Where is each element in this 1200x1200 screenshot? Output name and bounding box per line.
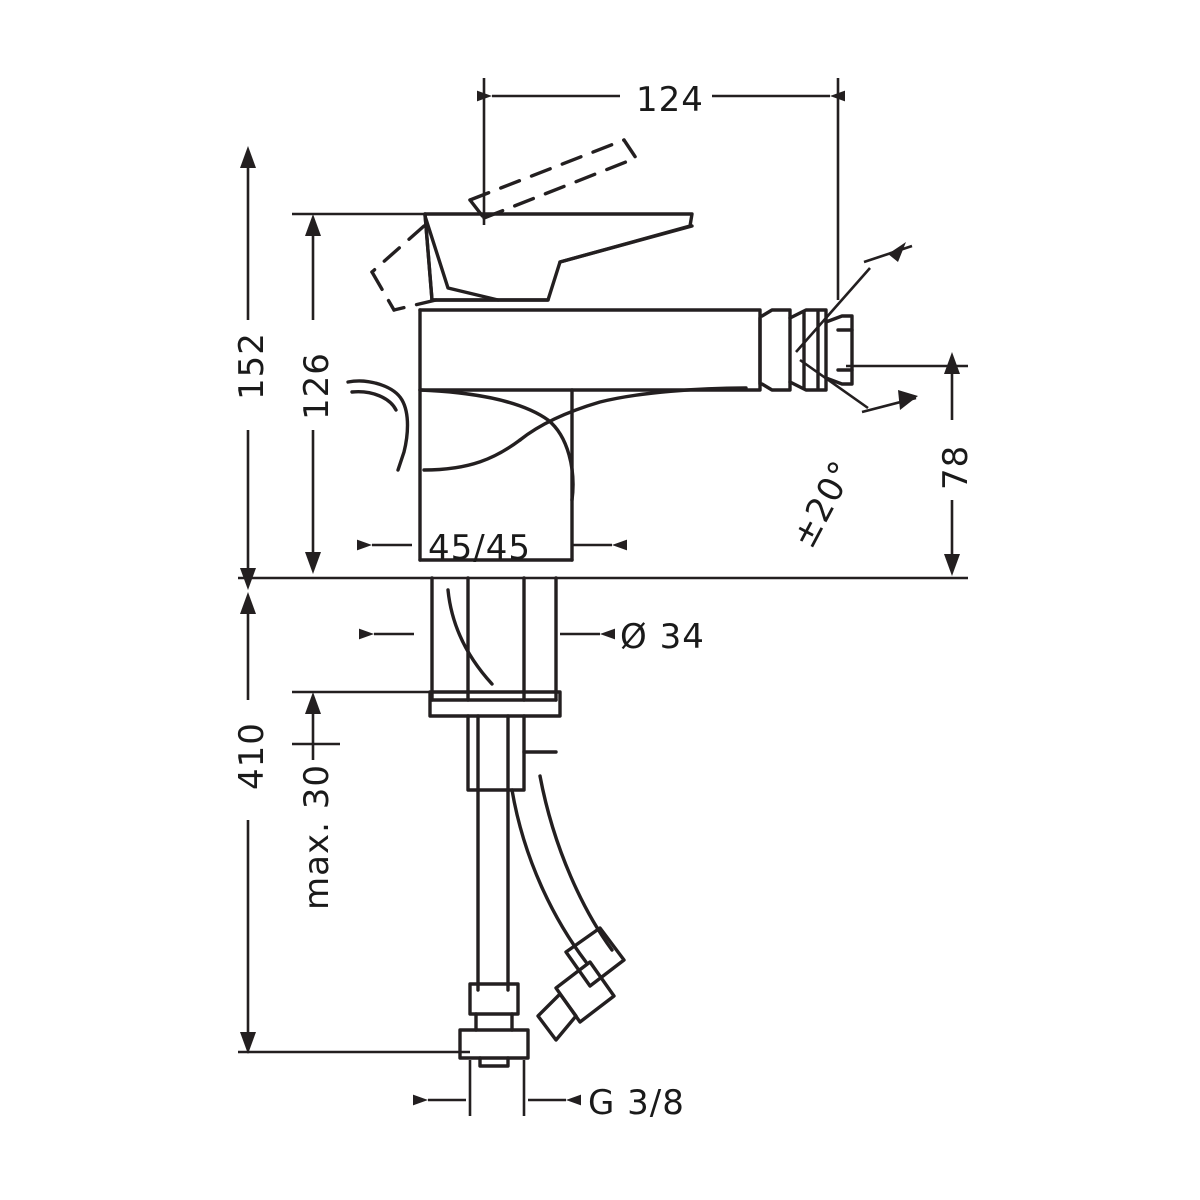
hose-right-fitting <box>554 960 616 1024</box>
nozzle-collar <box>760 308 792 392</box>
faucet-geometry <box>346 138 854 1068</box>
dimension-label-45-45: 45/45 <box>428 528 531 568</box>
dimension-label-diameter-34: Ø 34 <box>620 617 705 657</box>
arrow-max30-top <box>305 692 321 714</box>
dimension-label-410: 410 <box>232 722 272 790</box>
dimension-label-78: 78 <box>936 444 976 490</box>
swivel-line-lower <box>799 358 869 410</box>
dimension-label-max-30: max. 30 <box>297 764 337 910</box>
arrow-126-bottom <box>305 552 321 574</box>
arrow-78-top <box>944 352 960 374</box>
hose-guide <box>446 588 494 686</box>
popup-rod-inner <box>350 390 398 412</box>
arrow-410-bottom <box>240 1032 256 1054</box>
hose-left-nut <box>468 982 520 1016</box>
dimension-lines <box>238 78 968 1116</box>
hose-right-end <box>536 992 578 1042</box>
lever-handle-edge <box>558 224 694 264</box>
dimension-label-g-3-8: G 3/8 <box>588 1083 685 1123</box>
spout-lower-edge-2 <box>422 438 522 472</box>
lever-inner-fold <box>423 214 500 302</box>
swivel-line-upper <box>795 267 871 353</box>
arrow-swivel-lower <box>898 390 918 410</box>
dimension-label-126: 126 <box>297 352 337 420</box>
hose-left-end <box>478 1056 510 1068</box>
arrow-swivel-upper <box>888 242 906 262</box>
hose-right-nut <box>564 926 626 988</box>
dimension-label-152: 152 <box>232 332 272 400</box>
arrow-152-top <box>240 146 256 168</box>
body-upper-block <box>418 308 762 392</box>
spout-lower-edge <box>518 386 748 442</box>
lever-handle <box>423 212 694 302</box>
popup-rod <box>346 379 410 472</box>
nozzle-body <box>788 308 828 392</box>
arrow-410-top <box>240 592 256 614</box>
lever-handle-left-edge <box>423 212 434 302</box>
hose-left-fitting <box>458 1028 530 1060</box>
dimension-label-124: 124 <box>636 80 704 120</box>
lever-handle-open-position <box>468 138 638 220</box>
hose-right-b <box>538 774 614 952</box>
spout-underside <box>418 388 575 502</box>
nozzle-tip <box>824 314 854 386</box>
arrow-126-top <box>305 214 321 236</box>
lever-handle-closed-position <box>370 224 438 312</box>
arrow-78-bottom <box>944 554 960 576</box>
mounting-washer <box>428 690 562 718</box>
